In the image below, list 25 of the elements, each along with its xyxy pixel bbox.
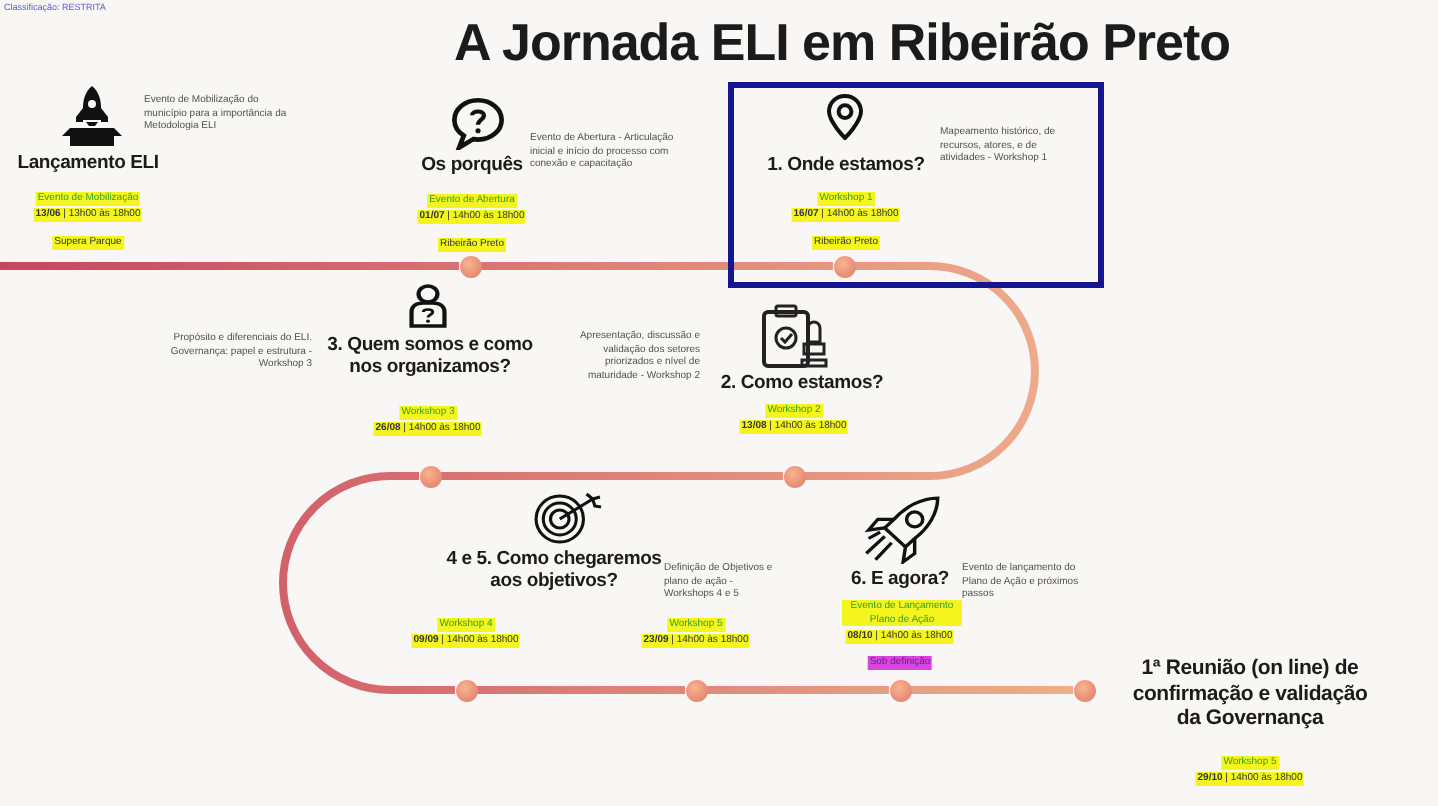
milestone-title: 3. Quem somos e como nos organizamos? [325, 334, 535, 378]
milestone-title: Lançamento ELI [17, 152, 159, 174]
milestone-dot [419, 465, 441, 487]
milestone-title: 1ª Reunião (on line) de confirmação e validação da Governança [1130, 656, 1370, 731]
timeline-line [0, 262, 459, 270]
timeline-line [477, 686, 685, 694]
highlight-frame [728, 82, 1104, 288]
milestone-title: 2. Como estamos? [720, 372, 884, 394]
milestone-title: 1. Onde estamos? [767, 154, 925, 176]
timeline-line [441, 472, 783, 480]
milestone-dot [889, 679, 911, 701]
milestone-dot [455, 679, 477, 701]
milestone-dot [459, 255, 481, 277]
timeline-line [911, 686, 1073, 694]
timeline-line [707, 686, 889, 694]
milestone-dot [833, 255, 855, 277]
timeline-line [279, 472, 455, 694]
milestone-dot [685, 679, 707, 701]
page-title: A Jornada ELI em Ribeirão Preto [453, 12, 1231, 72]
milestone-title: 6. E agora? [851, 568, 949, 590]
timeline-line [481, 262, 833, 270]
timeline-line [805, 262, 1039, 480]
milestone-title: Os porquês [421, 154, 523, 176]
milestone-dot [1073, 679, 1095, 701]
milestone-dot [783, 465, 805, 487]
